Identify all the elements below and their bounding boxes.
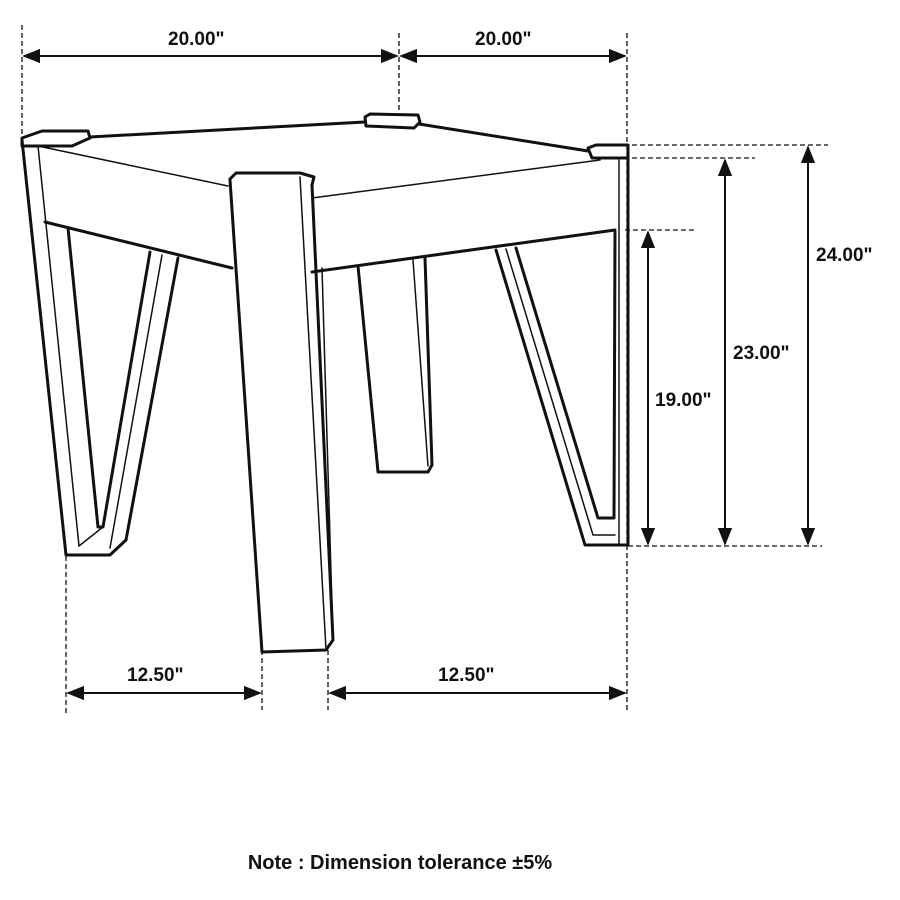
corner-cap-back xyxy=(363,112,422,130)
dimension-arrows xyxy=(22,48,816,701)
dim-top-width-right: 20.00" xyxy=(475,29,532,50)
dim-overall-height: 24.00" xyxy=(816,245,873,266)
corner-cap-front xyxy=(228,171,316,187)
extension-lines xyxy=(21,25,828,716)
tolerance-note: Note : Dimension tolerance ±5% xyxy=(247,852,553,874)
table-illustration xyxy=(20,112,630,654)
corner-cap-left xyxy=(20,129,92,148)
dim-apron-bottom-height: 19.00" xyxy=(655,390,712,411)
corner-cap-right xyxy=(586,143,630,160)
dim-top-width-left: 20.00" xyxy=(168,29,225,50)
dim-base-width-right: 12.50" xyxy=(438,665,495,686)
dim-apron-top-height: 23.00" xyxy=(733,343,790,364)
dim-base-width-left: 12.50" xyxy=(127,665,184,686)
